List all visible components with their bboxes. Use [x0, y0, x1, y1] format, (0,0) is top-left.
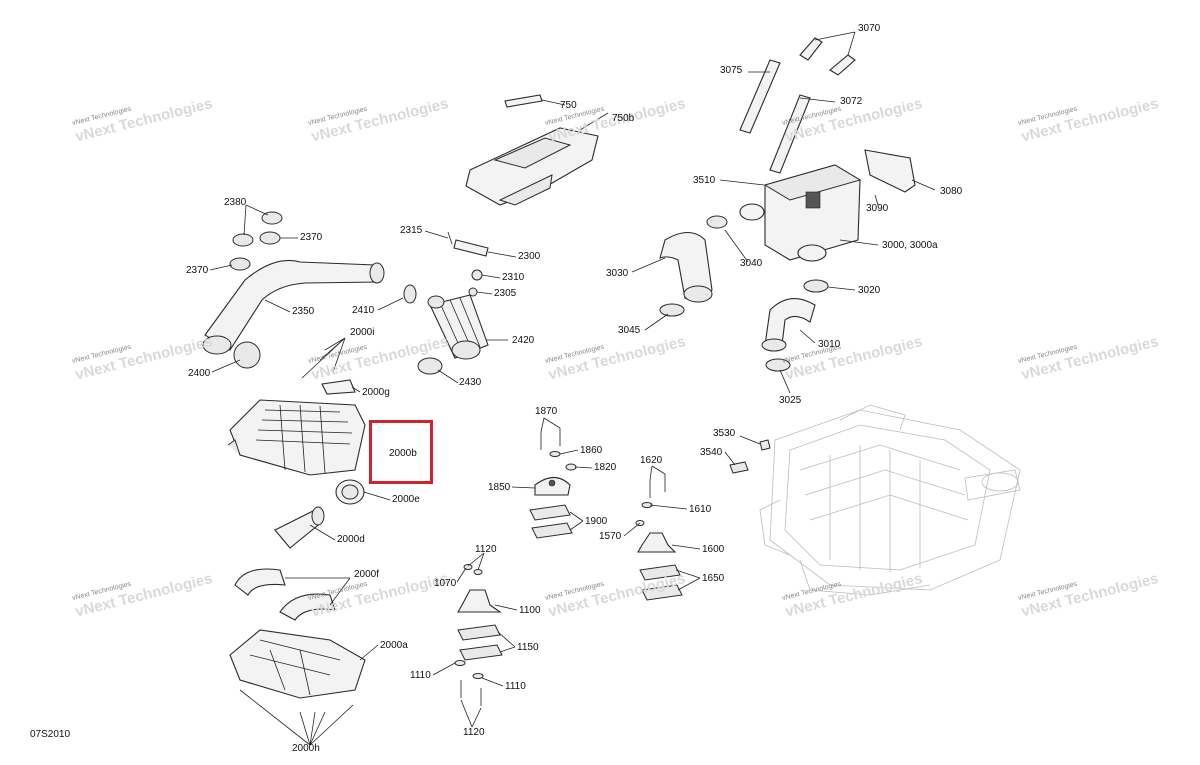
part-2000b-manifold: [227, 399, 366, 476]
part-label: 1150: [517, 642, 539, 653]
highlight-box-2000b[interactable]: [369, 420, 433, 484]
part-label: 750: [560, 100, 577, 111]
part-label: 2310: [502, 272, 525, 283]
part-2000f-elbows: [234, 568, 336, 621]
part-label: 1820: [594, 462, 617, 473]
part-label: 3020: [858, 285, 881, 296]
part-label: 2300: [518, 251, 541, 262]
part-label: 2410: [352, 305, 375, 316]
part-label: 2000a: [380, 640, 408, 651]
part-label: 3075: [720, 65, 743, 76]
part-label: 3045: [618, 325, 641, 336]
part-2420-bellows: [427, 294, 489, 360]
part-label: 1650: [702, 573, 725, 584]
engine-block-illustration: [759, 404, 1021, 596]
diagram-code: 07S2010: [30, 729, 71, 740]
part-label: 1900: [585, 516, 608, 527]
part-label: 1120: [463, 727, 485, 738]
part-label: 1120: [475, 544, 497, 555]
part-label: 1070: [434, 578, 457, 589]
part-label: 3070: [858, 23, 881, 34]
part-3010-hose: [761, 298, 816, 352]
part-label: 1110: [410, 670, 431, 681]
part-label: 2315: [400, 225, 423, 236]
part-label: 2430: [459, 377, 482, 388]
part-label: 2305: [494, 288, 517, 299]
part-label: 2000e: [392, 494, 420, 505]
part-label: 1570: [599, 531, 622, 542]
part-label: 2350: [292, 306, 315, 317]
part-label: 2000i: [350, 327, 375, 338]
part-label: 3530: [713, 428, 736, 439]
part-3080-shield: [864, 149, 916, 193]
part-label: 2000f: [354, 569, 380, 580]
part-label: 1100: [519, 605, 541, 616]
part-label: 3080: [940, 186, 963, 197]
part-label: 1620: [640, 455, 663, 466]
part-3070-straps: [739, 37, 856, 174]
part-label: 2380: [224, 197, 247, 208]
rings-2380-2370: [229, 211, 283, 271]
part-label-highlighted: 2000b: [389, 448, 417, 459]
part-label: 2400: [188, 368, 211, 379]
part-label: 1600: [702, 544, 725, 555]
bolts-and-washers: [454, 428, 771, 706]
part-label: 1110: [505, 681, 526, 692]
parts-2410-2430-2300-2310-2305-2315: [403, 231, 489, 375]
part-750-strip: [504, 94, 543, 108]
part-2000d-tube: [274, 506, 325, 549]
part-label: 2000h: [292, 743, 320, 754]
part-label: 1870: [535, 406, 558, 417]
part-label: 2000g: [362, 387, 390, 398]
part-2400-cap: [233, 341, 261, 369]
part-label: 3040: [740, 258, 763, 269]
part-label: 750b: [612, 113, 635, 124]
part-label: 3025: [779, 395, 802, 406]
part-label: 3010: [818, 339, 841, 350]
part-label: 3510: [693, 175, 716, 186]
part-label: 3000, 3000a: [882, 240, 938, 251]
mount-1600: [637, 532, 683, 601]
part-label: 2000d: [337, 534, 365, 545]
part-2000a-lower-housing: [229, 629, 366, 699]
part-label: 3540: [700, 447, 723, 458]
part-label: 3072: [840, 96, 863, 107]
part-label: 2370: [300, 232, 323, 243]
part-label: 3030: [606, 268, 629, 279]
mount-1100: [457, 589, 503, 661]
part-label: 1850: [488, 482, 511, 493]
part-label: 2370: [186, 265, 209, 276]
part-3000-intercooler: [739, 164, 862, 262]
part-2000g-gasket: [321, 379, 356, 395]
part-label: 3090: [866, 203, 889, 214]
part-750b-cover: [465, 127, 599, 206]
part-label: 2420: [512, 335, 535, 346]
part-2350-duct: [202, 259, 385, 355]
leader-lines: [209, 31, 936, 746]
part-label: 1860: [580, 445, 603, 456]
part-label: 1610: [689, 504, 712, 515]
clamps-3040-3020-3045-3025: [659, 215, 829, 372]
part-2000e-coupler: [335, 479, 365, 505]
part-3030-hose: [659, 231, 713, 303]
mount-1850: [529, 476, 573, 539]
